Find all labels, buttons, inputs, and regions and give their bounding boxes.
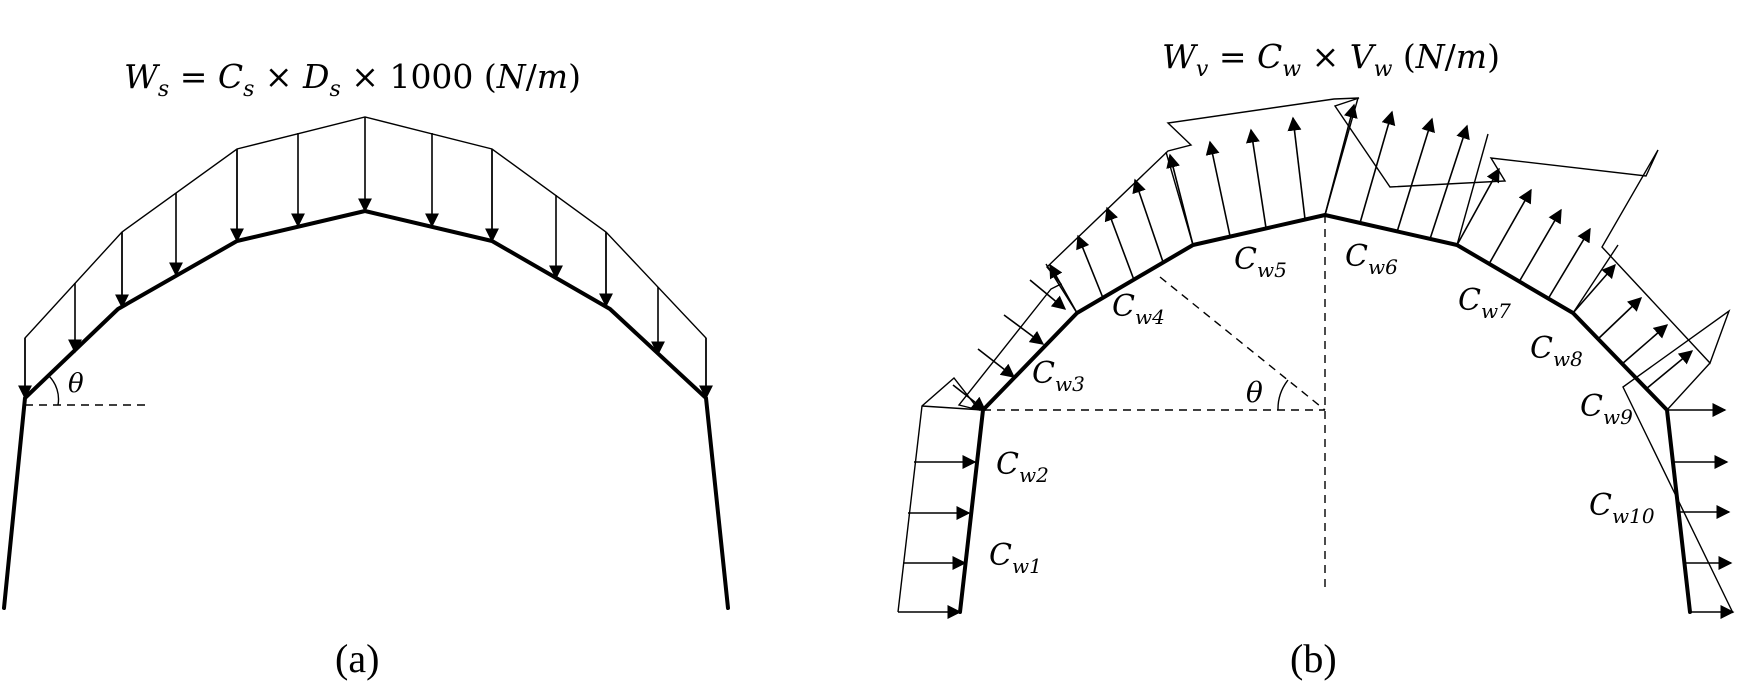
panel-b: Wv = Cw × Vw (N/m) θ [897, 37, 1735, 681]
wind-arrow [1547, 227, 1591, 300]
wind-arrow [952, 384, 987, 411]
segment-boundary [1666, 362, 1711, 411]
wind-load-arrows [898, 103, 1735, 619]
coefficient-label-cw9: Cw9 [1580, 389, 1633, 429]
wind-arrow [1205, 140, 1231, 237]
angle-theta-a: θ [68, 369, 84, 399]
wind-coefficient-labels: Cw1 Cw2 Cw3 Cw4 Cw5 Cw6 Cw7 Cw8 Cw9 Cw10 [989, 239, 1655, 578]
wind-arrow [1572, 263, 1616, 314]
wind-arrow [1245, 128, 1267, 229]
angle-arc [48, 375, 60, 406]
segment-boundary [1572, 244, 1619, 314]
coefficient-label-cw1: Cw1 [989, 538, 1042, 578]
coefficient-label-cw5: Cw5 [1234, 242, 1287, 282]
segment-boundary [1456, 133, 1489, 246]
coefficient-label-cw2: Cw2 [996, 447, 1049, 487]
snow-load-formula: Ws = Cs × Ds × 1000 (N/m) [124, 57, 581, 102]
coefficient-label-cw8: Cw8 [1530, 331, 1583, 371]
coefficient-label-cw4: Cw4 [1112, 289, 1165, 329]
angle-arc [1277, 379, 1289, 411]
wind-arrow [1003, 314, 1045, 345]
wind-arrow [1429, 124, 1470, 240]
caption-b: (b) [1290, 636, 1337, 681]
wind-arrow [1645, 350, 1694, 390]
wind-load-formula: Wv = Cw × Vw (N/m) [1162, 37, 1500, 82]
coefficient-label-cw3: Cw3 [1032, 356, 1085, 396]
wind-arrow [1076, 234, 1104, 299]
coefficient-label-cw6: Cw6 [1345, 239, 1398, 279]
wind-arrow [1621, 324, 1669, 365]
wind-arrow [1132, 178, 1164, 263]
wind-arrow [1029, 279, 1067, 310]
wind-arrow [1049, 263, 1078, 314]
radius-line [1159, 276, 1326, 411]
arch-frame-a [2, 209, 730, 610]
wind-arrow [1518, 208, 1562, 283]
wind-arrow [1597, 297, 1643, 340]
wind-arrow [1166, 153, 1194, 246]
snow-load-arrows [18, 117, 713, 400]
wind-arrow [1456, 167, 1500, 246]
coefficient-label-cw10: Cw10 [1589, 488, 1655, 528]
angle-theta-b: θ [1246, 376, 1263, 409]
wind-arrow [1488, 188, 1532, 265]
wind-arrow [1104, 206, 1135, 281]
caption-a: (a) [335, 636, 379, 681]
wind-arrow [1359, 110, 1396, 224]
coefficient-label-cw7: Cw7 [1458, 283, 1511, 323]
panel-a: Ws = Cs × Ds × 1000 (N/m) [2, 57, 730, 681]
wind-arrow [977, 348, 1016, 378]
wind-load-envelope [897, 97, 1734, 614]
wind-arrow [1396, 117, 1435, 233]
wind-arrow [1324, 103, 1358, 216]
wind-arrow [1287, 116, 1306, 220]
